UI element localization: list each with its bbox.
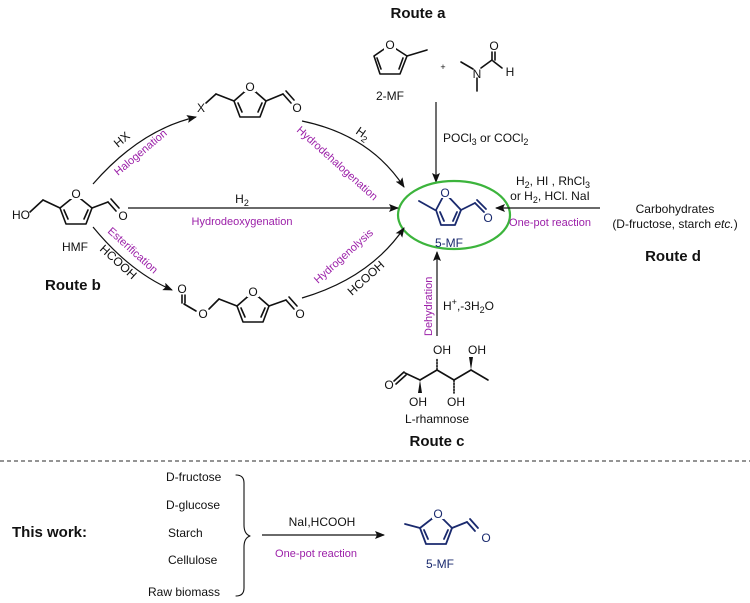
route-a-reagent: POCl3 or COCl2 [443,131,528,147]
svg-text:O: O [433,507,442,521]
route-c-reagent: H+,-3H2O [443,297,494,315]
this-work-5-mf-structure: O O [404,507,491,545]
plus-sign: + [440,62,445,72]
svg-text:H: H [506,65,515,79]
hydrodehalogenation-reagent: H2 [352,124,372,145]
svg-text:O: O [177,282,186,296]
svg-text:O: O [295,307,304,321]
svg-text:HO: HO [12,208,30,222]
hmf-structure: HO O O [12,187,128,225]
route-d-reagent-line2: or H2, HCl. NaI [510,189,590,205]
one-pot-label-route-d: One-pot reaction [509,217,591,229]
substrate-d-fructose: D-fructose [166,470,222,484]
svg-text:O: O [384,378,393,392]
svg-text:O: O [118,209,127,223]
substrate-bracket [235,474,251,597]
route-d-title: Route d [645,248,701,265]
halogenation-arrow [92,115,197,185]
hydrodeoxygenation-reagent: H2 [235,192,249,208]
this-work-title: This work: [12,524,87,541]
substrate-starch: Starch [168,526,203,540]
svg-text:O: O [489,39,498,53]
svg-text:O: O [440,186,449,200]
svg-text:O: O [248,285,257,299]
this-work-product-label: 5-MF [426,557,454,571]
substrate-cellulose: Cellulose [168,553,218,567]
carbohydrates-label: Carbohydrates [636,202,715,216]
dehydration-label: Dehydration [423,277,435,336]
svg-text:OH: OH [433,343,451,357]
product-highlight-ellipse [396,179,512,251]
2-mf-label: 2-MF [376,89,404,103]
route-a-title: Route a [390,5,446,22]
substrate-d-glucose: D-glucose [166,498,220,512]
svg-text:O: O [481,531,490,545]
svg-text:OH: OH [409,395,427,409]
route-b-title: Route b [45,277,101,294]
esterification-arrow [92,226,173,291]
svg-text:O: O [483,211,492,225]
one-pot-label-this-work: One-pot reaction [275,548,357,560]
l-rhamnose-structure: O OH OH OH OH [384,343,489,409]
svg-text:O: O [245,80,254,94]
hydrogenolysis-reagent: HCOOH [345,258,388,298]
route-c-title: Route c [409,433,464,450]
5-mf-structure: O O [418,186,493,226]
l-rhamnose-label: L-rhamnose [405,412,469,426]
formyloxymethylfurfural-structure: O O O O [177,282,305,323]
svg-text:N: N [473,67,482,81]
svg-text:O: O [292,101,301,115]
hydrogenolysis-arrow [301,227,405,299]
dmf-structure: N O H [460,39,515,92]
hydrodehalogenation-arrow [301,120,405,188]
svg-text:OH: OH [447,395,465,409]
halogenation-reagent: HX [111,129,133,150]
svg-text:X: X [197,101,205,115]
halomethylfurfural-structure: X O O [197,80,302,118]
svg-text:O: O [385,38,394,52]
2-mf-structure: O [373,38,428,75]
hmf-label: HMF [62,240,88,254]
route-d-reagent-line1: H2, HI , RhCl3 [516,174,590,190]
product-label: 5-MF [435,236,463,250]
substrate-raw-biomass: Raw biomass [148,585,220,599]
hydrodeoxygenation-label: Hydrodeoxygenation [192,216,293,228]
svg-text:OH: OH [468,343,486,357]
this-work-reagent: NaI,HCOOH [289,515,356,529]
svg-text:O: O [198,307,207,321]
svg-text:O: O [71,187,80,201]
carbohydrates-examples: (D-fructose, starch etc.) [612,217,737,231]
